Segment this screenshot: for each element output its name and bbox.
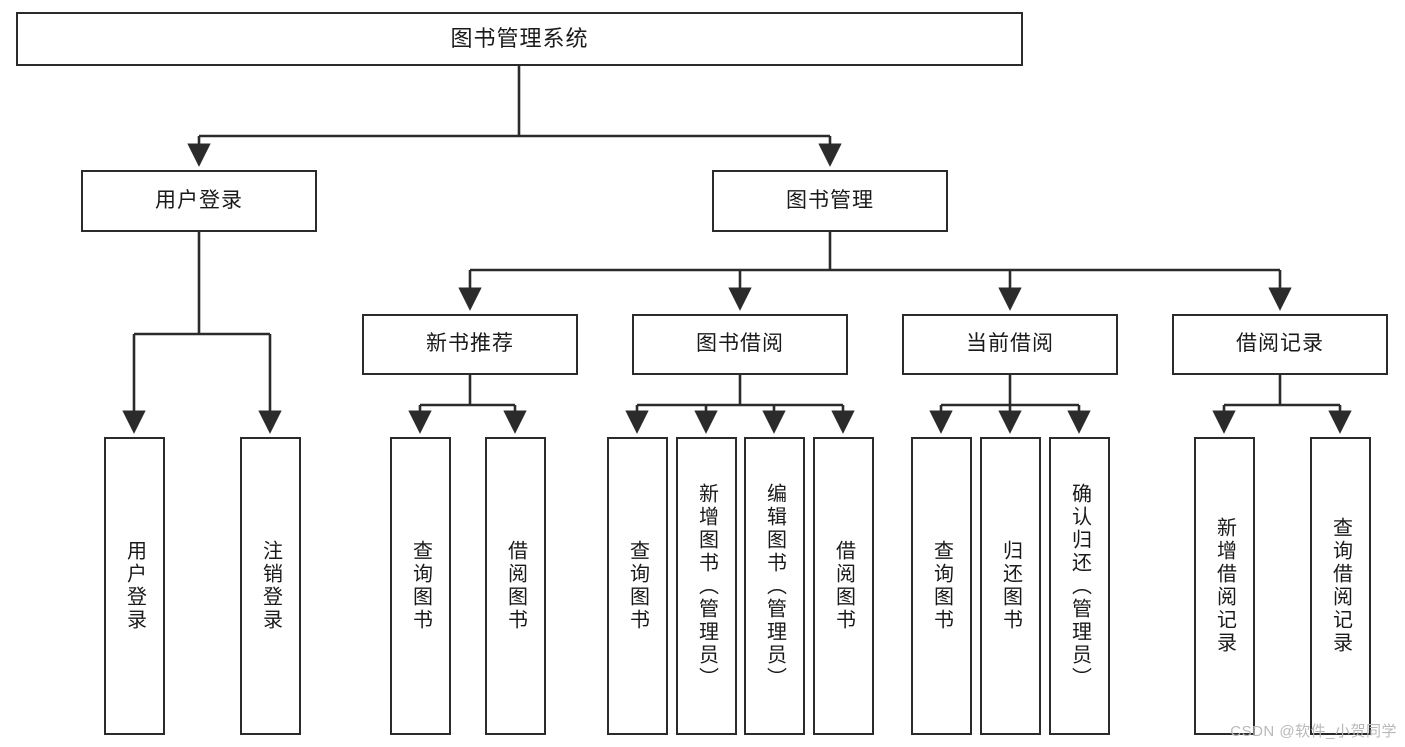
node-label: 图书管理 xyxy=(786,188,874,212)
leaf-user-login-login[interactable]: 用户登录 xyxy=(104,437,165,735)
node-label: 新增图书（管理员） xyxy=(695,482,718,690)
node-label: 归还图书 xyxy=(999,540,1022,632)
node-book-borrow[interactable]: 图书借阅 xyxy=(632,314,848,375)
node-borrow-record[interactable]: 借阅记录 xyxy=(1172,314,1388,375)
node-label: 查询图书 xyxy=(626,540,649,632)
leaf-book-borrow-edit[interactable]: 编辑图书（管理员） xyxy=(744,437,805,735)
node-root-book-management-system[interactable]: 图书管理系统 xyxy=(16,12,1023,66)
leaf-user-login-logout[interactable]: 注销登录 xyxy=(240,437,301,735)
leaf-new-book-borrow[interactable]: 借阅图书 xyxy=(485,437,546,735)
leaf-current-borrow-confirm-return[interactable]: 确认归还（管理员） xyxy=(1049,437,1110,735)
leaf-book-borrow-add[interactable]: 新增图书（管理员） xyxy=(676,437,737,735)
node-label: 注销登录 xyxy=(259,540,282,632)
node-label: 新增借阅记录 xyxy=(1213,517,1236,655)
watermark: CSDN @软件_小贺同学 xyxy=(1230,723,1397,740)
leaf-borrow-record-query[interactable]: 查询借阅记录 xyxy=(1310,437,1371,735)
node-label: 图书借阅 xyxy=(696,332,784,356)
node-label: 用户登录 xyxy=(155,188,243,212)
node-label: 当前借阅 xyxy=(966,332,1054,356)
node-new-book-recommend[interactable]: 新书推荐 xyxy=(362,314,578,375)
leaf-new-book-query[interactable]: 查询图书 xyxy=(390,437,451,735)
node-user-login[interactable]: 用户登录 xyxy=(81,170,317,232)
node-label: 编辑图书（管理员） xyxy=(763,482,786,690)
node-current-borrow[interactable]: 当前借阅 xyxy=(902,314,1118,375)
node-label: 新书推荐 xyxy=(426,332,514,356)
node-label: 查询借阅记录 xyxy=(1329,517,1352,655)
node-label: 确认归还（管理员） xyxy=(1068,482,1091,690)
leaf-borrow-record-add[interactable]: 新增借阅记录 xyxy=(1194,437,1255,735)
leaf-book-borrow-borrow[interactable]: 借阅图书 xyxy=(813,437,874,735)
node-label: 借阅记录 xyxy=(1236,332,1324,356)
node-label: 借阅图书 xyxy=(504,540,527,632)
leaf-current-borrow-return[interactable]: 归还图书 xyxy=(980,437,1041,735)
node-label: 用户登录 xyxy=(123,540,146,632)
leaf-current-borrow-query[interactable]: 查询图书 xyxy=(911,437,972,735)
node-label: 图书管理系统 xyxy=(450,26,589,52)
node-label: 借阅图书 xyxy=(832,540,855,632)
leaf-book-borrow-query[interactable]: 查询图书 xyxy=(607,437,668,735)
node-book-management[interactable]: 图书管理 xyxy=(712,170,948,232)
node-label: 查询图书 xyxy=(930,540,953,632)
node-label: 查询图书 xyxy=(409,540,432,632)
